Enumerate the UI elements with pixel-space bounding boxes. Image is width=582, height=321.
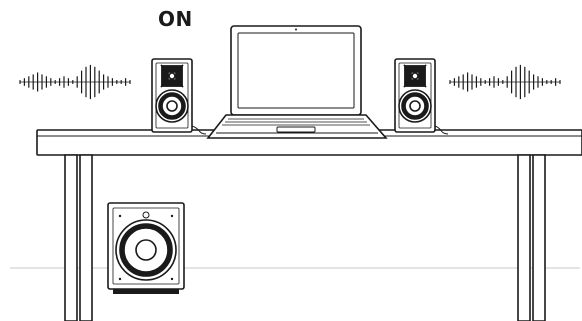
right-bookshelf-speaker: [395, 59, 448, 134]
left-bookshelf-speaker: [152, 59, 206, 134]
laptop: [208, 26, 386, 138]
right-sound-wave: [450, 65, 560, 99]
subwoofer: [108, 203, 184, 294]
left-sound-wave: [20, 65, 130, 99]
